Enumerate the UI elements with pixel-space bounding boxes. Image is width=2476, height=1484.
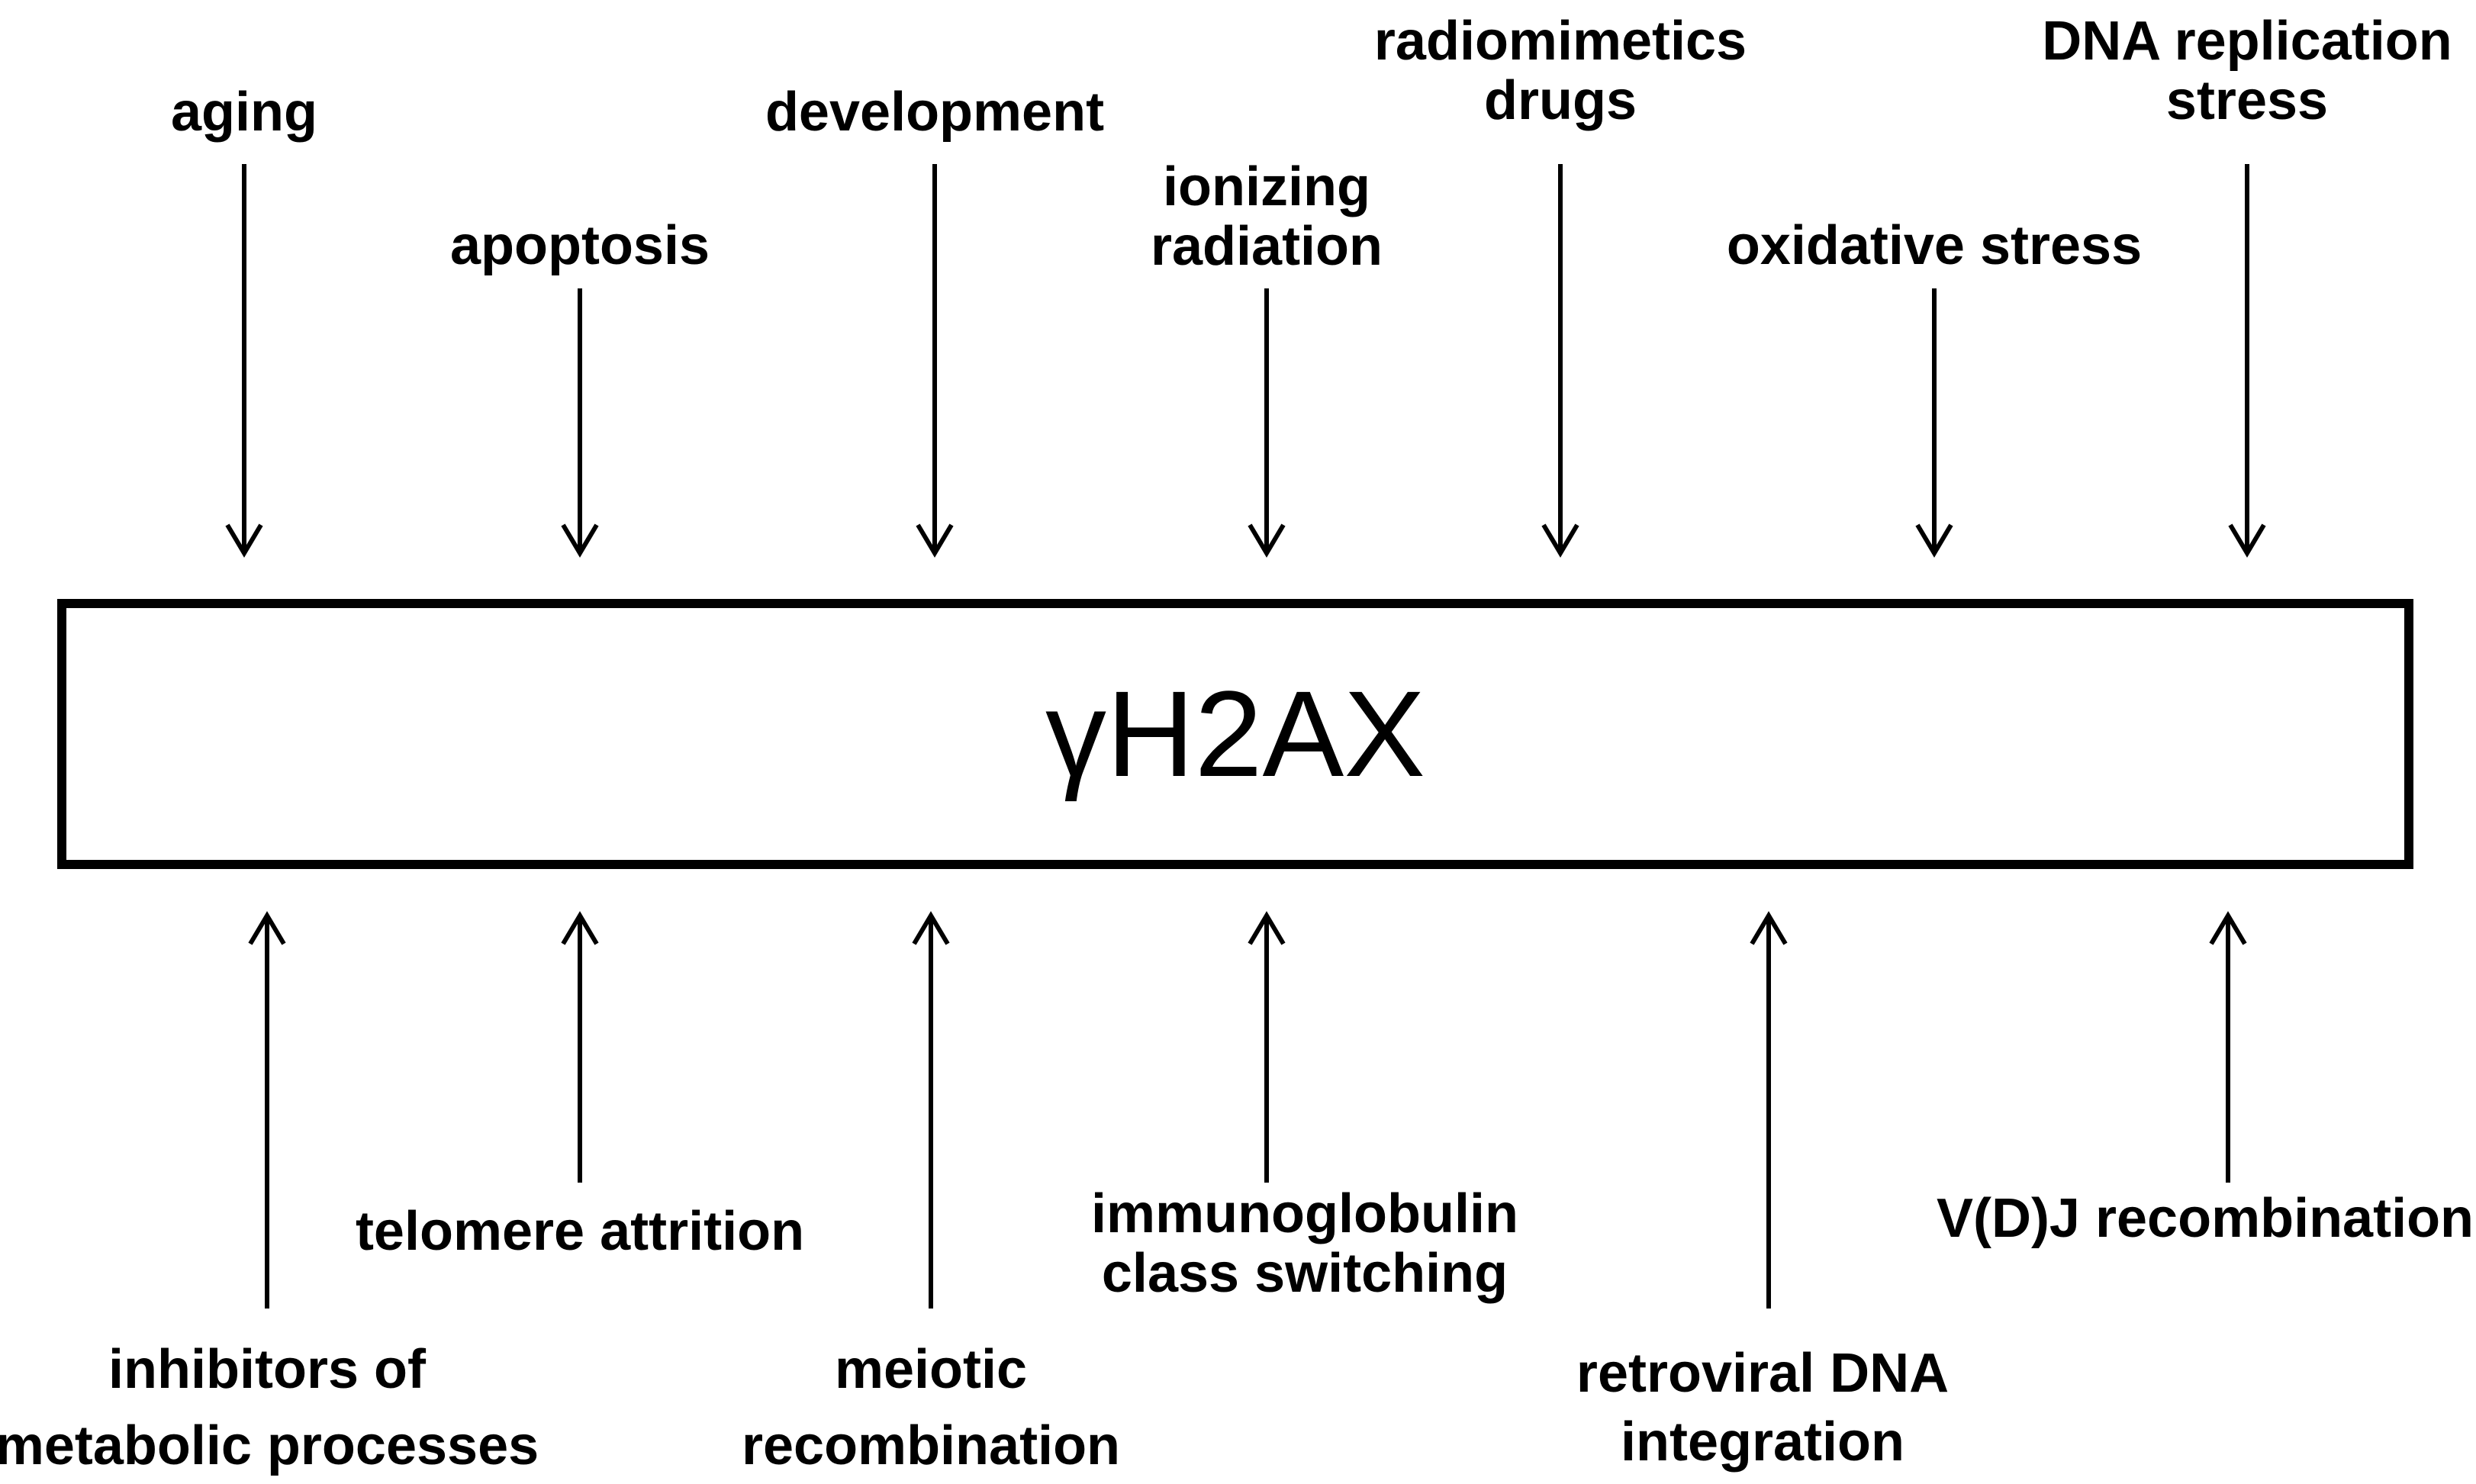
bottom-arrows <box>248 911 2247 1309</box>
factor-line: drugs <box>1483 70 1637 131</box>
factor-line: V(D)J recombination <box>1936 1188 2474 1249</box>
gamma-h2ax-label: γH2AX <box>1045 665 1425 802</box>
gamma-h2ax-box: γH2AX <box>57 599 2413 869</box>
factor-radiomimetics-drugs: radiomimetics drugs <box>1374 11 1747 130</box>
factor-line: immunoglobulin <box>1091 1183 1518 1244</box>
factor-line: telomere attrition <box>355 1201 805 1262</box>
arrow-immunoglobulin-class-switching <box>1248 911 1286 1183</box>
arrow-dna-replication-stress <box>2228 164 2266 558</box>
arrow-telomere-attrition <box>561 911 599 1183</box>
factor-dna-replication-stress: DNA replication stress <box>2042 11 2452 130</box>
factor-line: inhibitors of <box>108 1339 426 1400</box>
factor-line: stress <box>2165 70 2329 131</box>
arrow-vdj-recombination <box>2209 911 2247 1183</box>
factor-telomere-attrition: telomere attrition <box>356 1202 804 1261</box>
arrow-aging <box>225 164 263 558</box>
factor-ionizing-radiation: ionizing radiation <box>1151 157 1383 276</box>
arrow-ionizing-radiation <box>1248 288 1286 558</box>
factor-line: oxidative stress <box>1726 215 2143 276</box>
factor-meiotic-recombination: meiotic recombination <box>742 1331 1120 1484</box>
arrow-meiotic-recombination <box>912 911 950 1309</box>
factor-line: class switching <box>1101 1243 1508 1304</box>
arrow-retroviral-dna-integration <box>1750 911 1788 1309</box>
factor-oxidative-stress: oxidative stress <box>1727 216 2142 275</box>
factor-line: development <box>765 82 1105 143</box>
factor-line: DNA replication <box>2042 11 2452 72</box>
factor-line: retroviral DNA <box>1576 1343 1950 1404</box>
factor-immunoglobulin-class-switching: immunoglobulin class switching <box>1091 1184 1518 1303</box>
factor-inhibitors-metabolic-processes: inhibitors of metabolic processes <box>0 1331 539 1484</box>
arrow-radiomimetics-drugs <box>1541 164 1579 558</box>
factor-line: apoptosis <box>449 215 710 276</box>
factor-line: radiation <box>1150 216 1383 277</box>
factor-aging: aging <box>171 82 317 142</box>
arrow-apoptosis <box>561 288 599 558</box>
factor-line: ionizing <box>1163 156 1370 217</box>
arrow-development <box>916 164 954 558</box>
factor-line: radiomimetics <box>1373 11 1747 72</box>
factor-line: recombination <box>741 1415 1121 1476</box>
factor-line: aging <box>171 82 317 143</box>
factor-vdj-recombination: V(D)J recombination <box>1937 1189 2474 1248</box>
arrow-oxidative-stress <box>1915 288 1953 558</box>
factor-line: integration <box>1621 1412 1904 1473</box>
factor-development: development <box>765 82 1104 142</box>
top-arrows <box>225 164 2266 558</box>
arrow-inhibitors-metabolic <box>248 911 286 1309</box>
factor-line: meiotic <box>834 1339 1028 1400</box>
factor-line: metabolic processes <box>0 1415 539 1476</box>
factor-retroviral-dna-integration: retroviral DNA integration <box>1576 1339 1949 1476</box>
factor-apoptosis: apoptosis <box>450 216 710 275</box>
